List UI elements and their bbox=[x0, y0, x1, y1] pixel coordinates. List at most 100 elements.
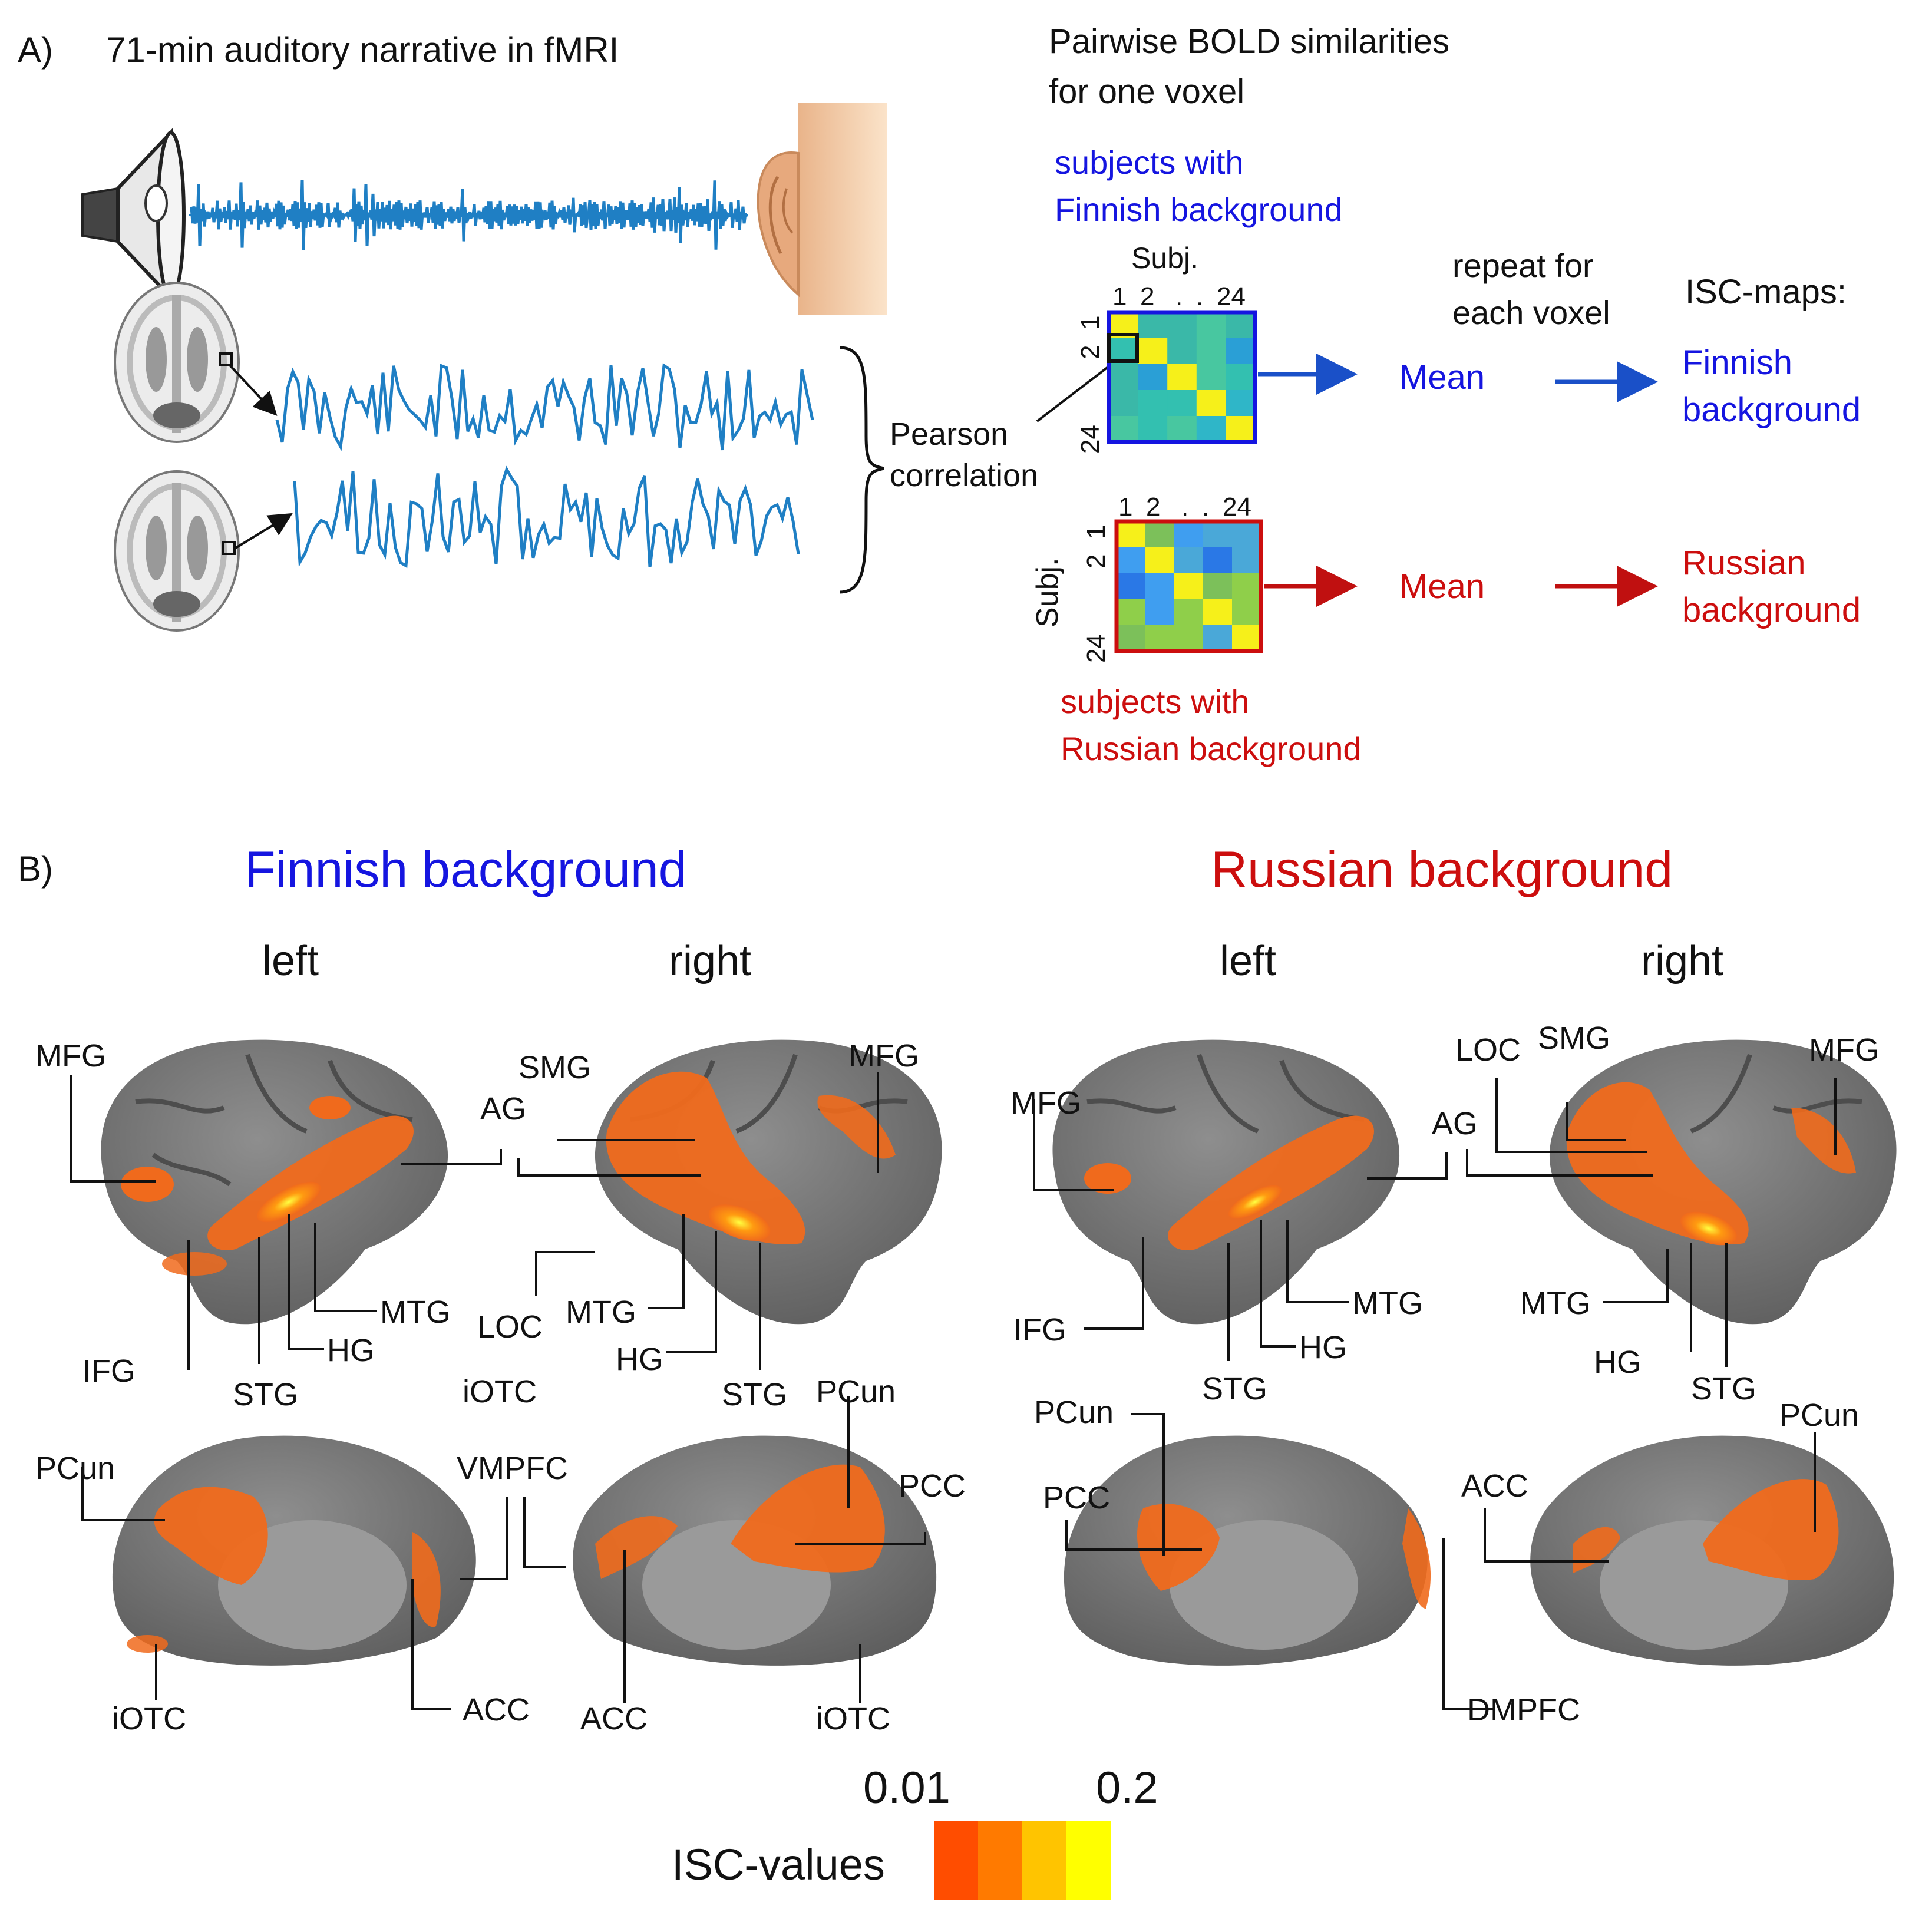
finnish-similarity-matrix bbox=[1109, 312, 1256, 442]
bold-timeseries-1 bbox=[275, 362, 814, 451]
russian-subjects-1: subjects with bbox=[1061, 683, 1250, 720]
label-hg-right: HG bbox=[616, 1342, 663, 1377]
repeat-label-2: each voxel bbox=[1452, 294, 1610, 331]
ru-label-mtg: MTG bbox=[1352, 1286, 1423, 1321]
label-loc: LOC bbox=[477, 1309, 543, 1345]
russian-col-tick-2: 2 bbox=[1146, 493, 1160, 521]
finnish-left-label: left bbox=[262, 937, 319, 985]
finnish-col-dot-1: . bbox=[1175, 282, 1183, 311]
label-mtg-right: MTG bbox=[566, 1294, 636, 1330]
brain-russian-medial-left bbox=[1064, 1435, 1431, 1666]
russian-col-dot-2: . bbox=[1202, 493, 1209, 521]
colorbar bbox=[934, 1821, 1111, 1900]
ru-label-pcun: PCun bbox=[1034, 1395, 1114, 1430]
colorbar-swatch bbox=[934, 1821, 978, 1900]
label-mfg: MFG bbox=[35, 1038, 106, 1074]
label-vmpfc: VMPFC bbox=[457, 1451, 568, 1486]
speaker-icon bbox=[81, 128, 186, 302]
finnish-row-tick-2: 2 bbox=[1076, 345, 1105, 359]
russian-mean: Mean bbox=[1399, 567, 1485, 606]
russian-subjects-2: Russian background bbox=[1061, 730, 1362, 767]
brace bbox=[839, 346, 884, 594]
finnish-mean: Mean bbox=[1399, 358, 1485, 397]
ear-icon bbox=[757, 103, 887, 315]
brain-russian-lateral-right bbox=[1549, 1039, 1897, 1325]
label-stg-right: STG bbox=[722, 1377, 787, 1412]
audio-waveform bbox=[190, 180, 748, 250]
russian-left-label: left bbox=[1220, 937, 1276, 985]
ru-label-pcun-right: PCun bbox=[1779, 1398, 1859, 1433]
finnish-title: Finnish background bbox=[245, 841, 687, 898]
brain-slice-2 bbox=[114, 470, 240, 632]
ru-label-ag: AG bbox=[1432, 1106, 1478, 1141]
finnish-result-2: background bbox=[1682, 391, 1861, 429]
ru-label-hg: HG bbox=[1299, 1330, 1347, 1365]
repeat-label-1: repeat for bbox=[1452, 247, 1594, 284]
russian-col-dot-1: . bbox=[1181, 493, 1188, 521]
russian-result-1: Russian bbox=[1682, 544, 1806, 582]
russian-row-tick-24: 24 bbox=[1082, 634, 1111, 663]
label-mtg: MTG bbox=[380, 1294, 451, 1330]
russian-col-tick-24: 24 bbox=[1223, 493, 1251, 521]
ru-label-mtg-right: MTG bbox=[1520, 1286, 1591, 1321]
colorbar-title: ISC-values bbox=[672, 1840, 885, 1889]
brain-russian-medial-right bbox=[1530, 1435, 1894, 1666]
ru-label-ifg: IFG bbox=[1013, 1312, 1066, 1348]
brain-slice-1 bbox=[114, 282, 240, 443]
brain-finnish-medial-right bbox=[573, 1435, 937, 1666]
isc-maps-label: ISC-maps: bbox=[1685, 273, 1847, 311]
label-ag: AG bbox=[480, 1091, 526, 1127]
brain-russian-lateral-left bbox=[1052, 1039, 1400, 1325]
ru-label-smg: SMG bbox=[1538, 1021, 1610, 1056]
ru-label-acc: ACC bbox=[1461, 1468, 1528, 1504]
label-iotc-right: iOTC bbox=[816, 1701, 890, 1736]
ru-label-mfg: MFG bbox=[1010, 1085, 1081, 1121]
russian-row-tick-2: 2 bbox=[1082, 554, 1111, 569]
brain-finnish-lateral-right bbox=[595, 1039, 942, 1325]
colorbar-max: 0.2 bbox=[1096, 1763, 1158, 1813]
ru-label-hg-right: HG bbox=[1594, 1345, 1642, 1380]
finnish-col-tick-1: 1 bbox=[1112, 282, 1127, 311]
russian-right-label: right bbox=[1641, 937, 1723, 985]
ru-label-pcc: PCC bbox=[1043, 1480, 1110, 1515]
finnish-col-dot-2: . bbox=[1196, 282, 1203, 311]
panel-b-label: B) bbox=[18, 849, 53, 889]
finnish-col-tick-24: 24 bbox=[1217, 282, 1246, 311]
label-acc-right: ACC bbox=[580, 1701, 648, 1736]
ru-label-stg-right: STG bbox=[1691, 1371, 1756, 1406]
label-iotc-top: iOTC bbox=[463, 1374, 537, 1409]
ru-label-mfg-right: MFG bbox=[1809, 1032, 1880, 1068]
label-smg: SMG bbox=[518, 1050, 591, 1085]
finnish-subjects-1: subjects with bbox=[1055, 144, 1244, 181]
label-iotc: iOTC bbox=[112, 1701, 186, 1736]
brain-finnish-medial-left bbox=[112, 1435, 476, 1666]
russian-similarity-matrix bbox=[1117, 521, 1261, 652]
label-hg: HG bbox=[327, 1333, 375, 1368]
ru-label-stg: STG bbox=[1202, 1371, 1267, 1406]
similarity-title-2: for one voxel bbox=[1049, 72, 1244, 111]
finnish-row-tick-1: 1 bbox=[1076, 316, 1105, 330]
subj-label-side: Subj. bbox=[1031, 557, 1065, 628]
panel-a-title: 71-min auditory narrative in fMRI bbox=[106, 30, 619, 70]
similarity-title-1: Pairwise BOLD similarities bbox=[1049, 22, 1449, 61]
russian-title: Russian background bbox=[1211, 841, 1673, 898]
ru-label-loc: LOC bbox=[1455, 1032, 1521, 1068]
label-stg: STG bbox=[233, 1377, 298, 1412]
colorbar-min: 0.01 bbox=[863, 1763, 950, 1813]
russian-col-tick-1: 1 bbox=[1118, 493, 1132, 521]
finnish-right-label: right bbox=[669, 937, 751, 985]
subj-label-top: Subj. bbox=[1131, 242, 1198, 275]
bold-timeseries-2 bbox=[293, 465, 800, 569]
pearson-label-2: correlation bbox=[890, 458, 1038, 493]
label-pcun: PCun bbox=[35, 1451, 115, 1486]
finnish-row-tick-24: 24 bbox=[1076, 425, 1105, 454]
ru-label-dmpfc: DMPFC bbox=[1467, 1692, 1580, 1728]
label-mfg-right: MFG bbox=[848, 1038, 919, 1074]
label-ifg: IFG bbox=[82, 1353, 136, 1389]
finnish-subjects-2: Finnish background bbox=[1055, 191, 1343, 228]
russian-row-tick-1: 1 bbox=[1082, 525, 1111, 539]
label-pcun-right: PCun bbox=[816, 1374, 896, 1409]
pearson-label-1: Pearson bbox=[890, 417, 1008, 452]
finnish-col-tick-2: 2 bbox=[1140, 282, 1154, 311]
